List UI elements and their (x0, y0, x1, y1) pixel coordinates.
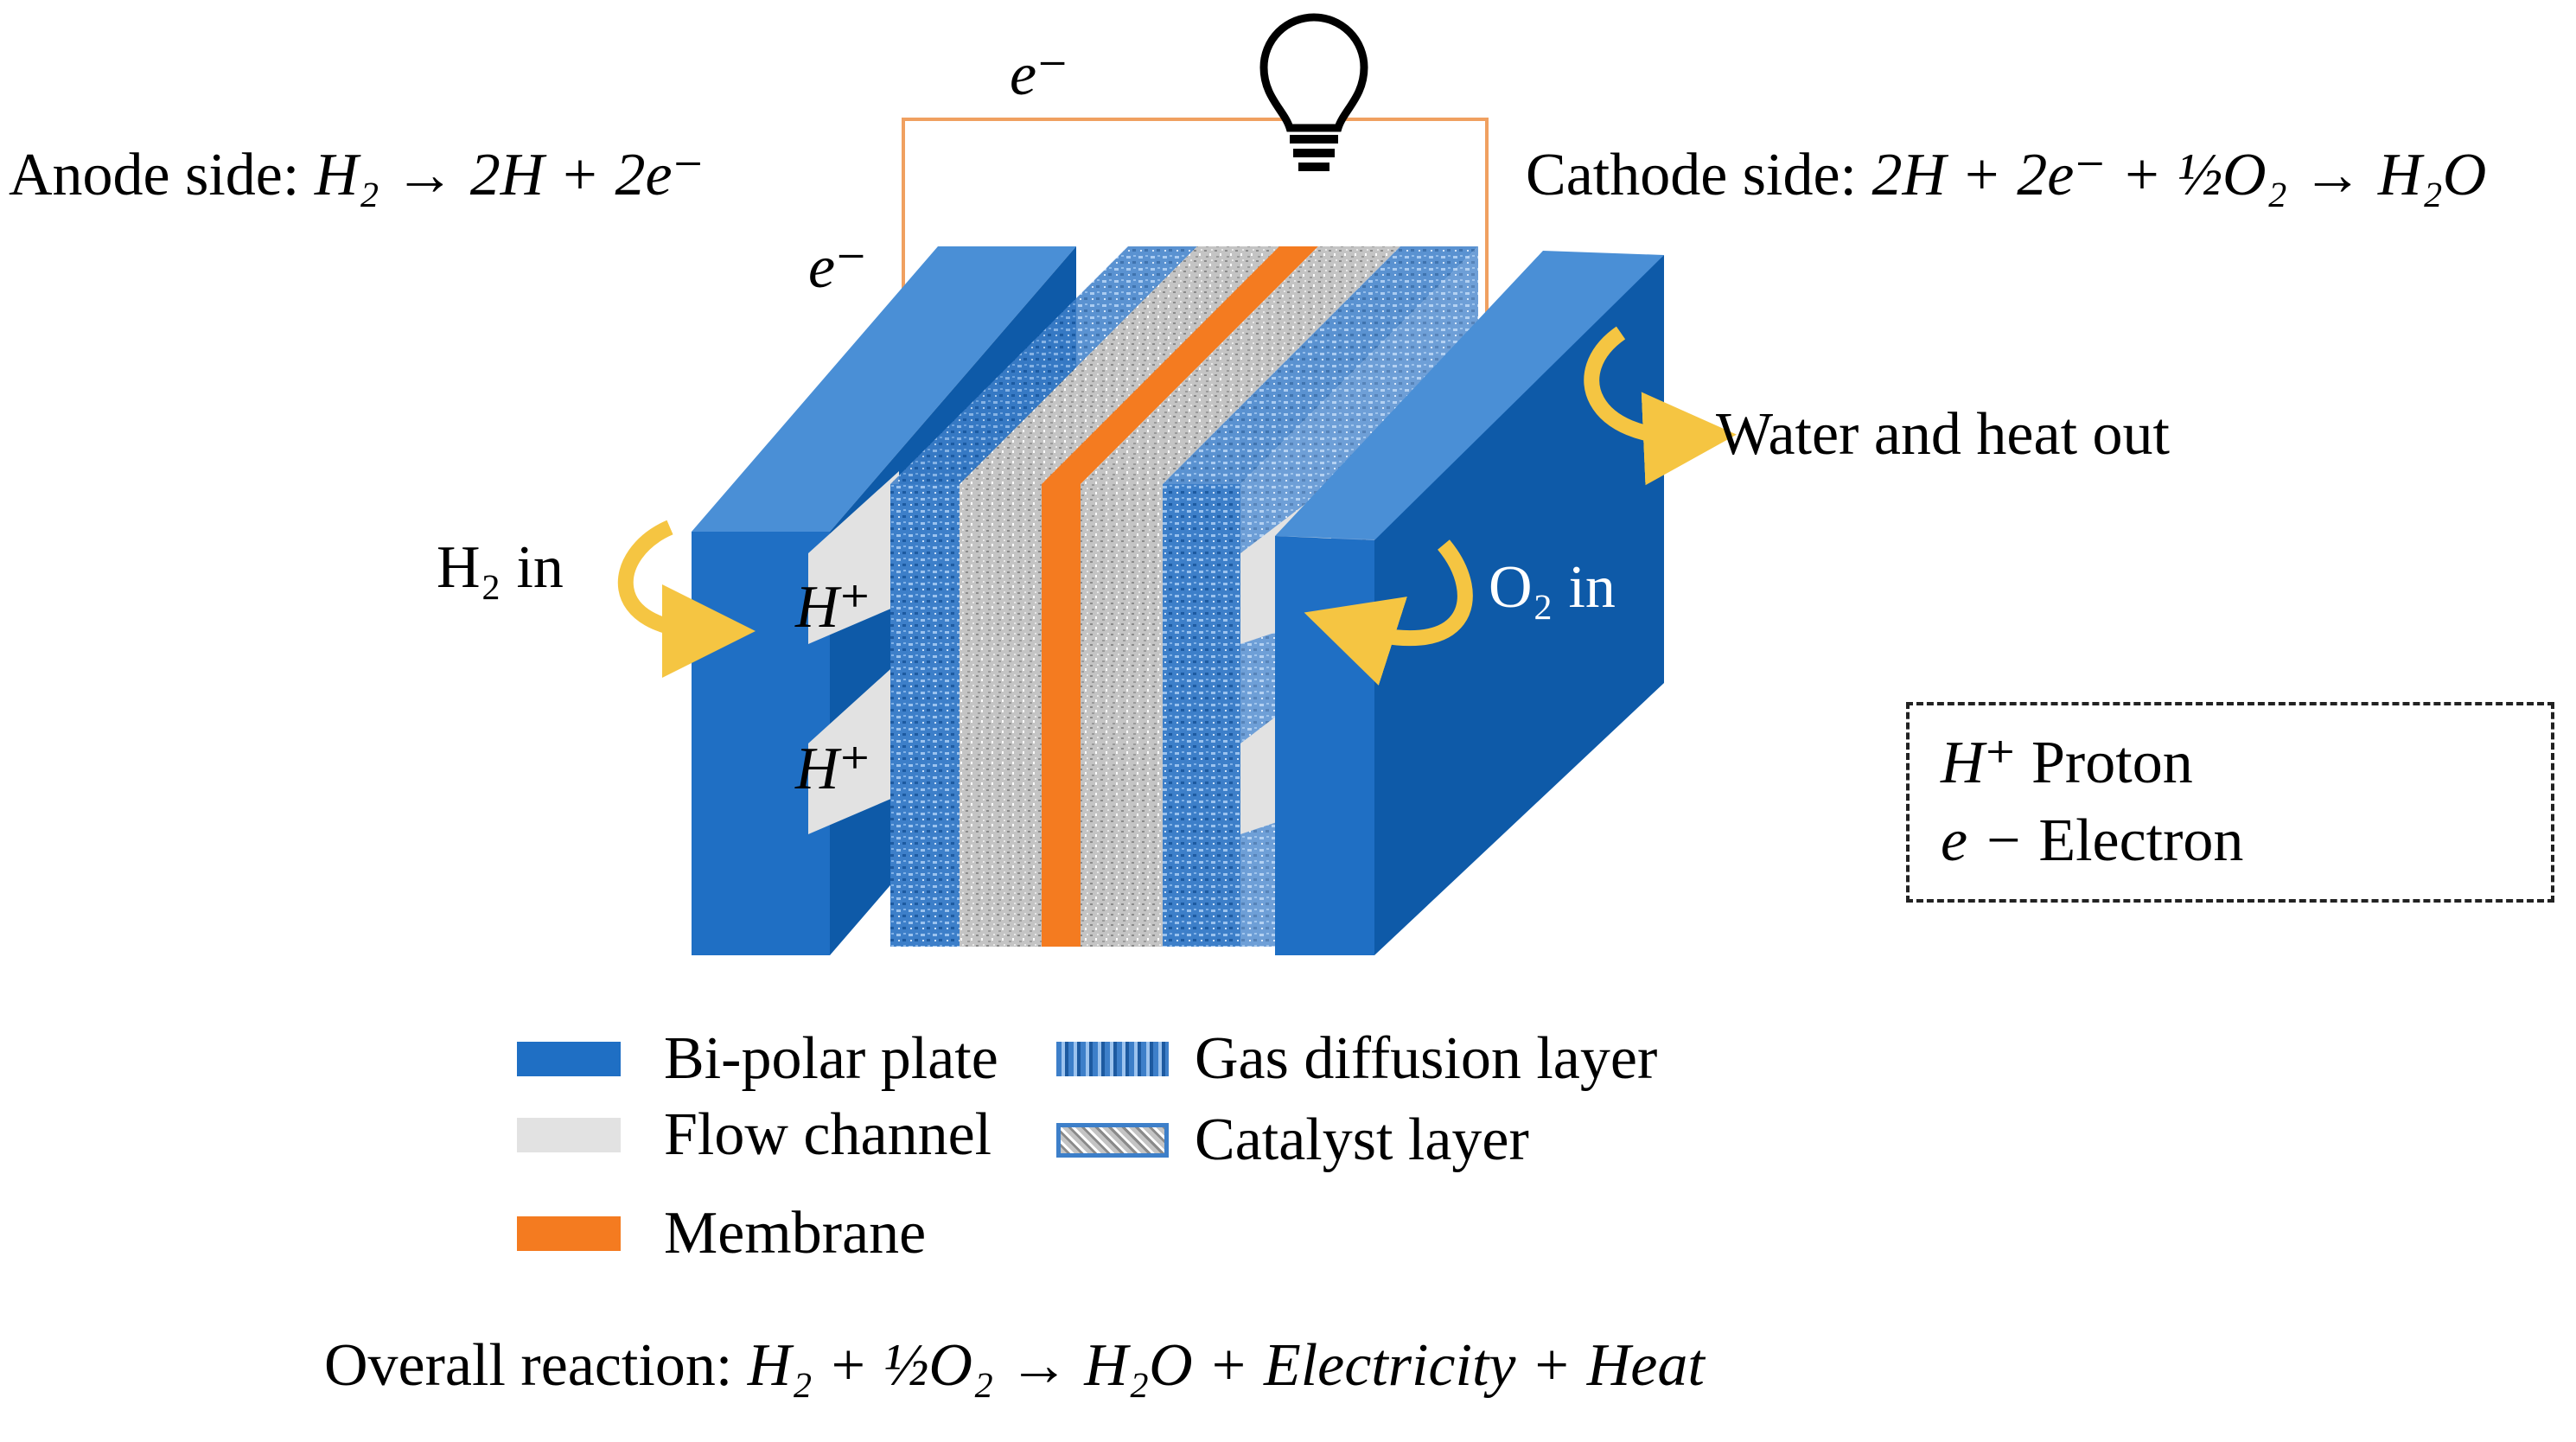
cathode-prefix: Cathode side: (1526, 142, 1872, 208)
key-proton-row: H⁺ Proton (1941, 733, 2193, 794)
o2-in-label: O₂ in (1489, 554, 1616, 621)
electron-label-top: e⁻ (1010, 41, 1069, 108)
legend-bipolar-plate: Bi-polar plate (517, 1029, 998, 1089)
cathode-reaction: 2H + 2e⁻ + ½O₂ → H₂O (1871, 142, 2487, 208)
legend-label-bipolar-plate: Bi-polar plate (664, 1025, 998, 1092)
legend-membrane: Membrane (517, 1203, 926, 1264)
water-out-arrow-icon (1584, 326, 1737, 486)
overall-reaction: H₂ + ½O₂ → H₂O + Electricity + Heat (747, 1332, 1705, 1399)
anode-gas-diffusion-layer (890, 246, 1197, 947)
h2-in-arrow-icon (617, 520, 756, 678)
h2-in-label: H₂ in (437, 534, 564, 601)
proton-label-upper: H⁺ (795, 574, 871, 641)
legend-label-catalyst-layer: Catalyst layer (1195, 1107, 1529, 1173)
key-proton-symbol: H⁺ (1941, 730, 2017, 796)
anode-catalyst-layer (960, 246, 1297, 947)
symbol-key-box (1906, 702, 2554, 903)
o2-in-arrow-icon (1304, 539, 1473, 686)
legend-swatch-catalyst-layer (1056, 1123, 1169, 1158)
anode-reaction: H₂ → 2H + 2e⁻ (314, 142, 705, 208)
overall-prefix: Overall reaction: (324, 1332, 748, 1399)
electron-label-left: e⁻ (808, 234, 868, 301)
key-electron-text: Electron (2038, 807, 2244, 874)
anode-reaction-label: Anode side: H₂ → 2H + 2e⁻ (9, 145, 705, 206)
legend-swatch-bipolar-plate (517, 1042, 621, 1076)
legend-swatch-membrane (517, 1216, 621, 1251)
legend-label-membrane: Membrane (664, 1200, 927, 1267)
light-bulb-icon (1259, 13, 1368, 171)
anode-flow-channel-lower (808, 661, 899, 834)
water-heat-out-label: Water and heat out (1716, 401, 2170, 468)
proton-label-lower: H⁺ (795, 736, 871, 802)
key-proton-text: Proton (2031, 730, 2193, 796)
anode-flow-channel-upper (808, 471, 899, 644)
legend-label-gas-diffusion-layer: Gas diffusion layer (1195, 1025, 1658, 1092)
key-electron-symbol: e − (1941, 807, 2024, 874)
legend-gas-diffusion-layer: Gas diffusion layer (1056, 1029, 1657, 1089)
key-electron-row: e − Electron (1941, 811, 2243, 871)
legend-label-flow-channel: Flow channel (664, 1101, 992, 1168)
overall-reaction-label: Overall reaction: H₂ + ½O₂ → H₂O + Elect… (324, 1336, 1705, 1396)
legend-swatch-flow-channel (517, 1118, 621, 1152)
cathode-reaction-label: Cathode side: 2H + 2e⁻ + ½O₂ → H₂O (1526, 145, 2486, 206)
legend-catalyst-layer: Catalyst layer (1056, 1110, 1529, 1171)
cathode-catalyst-layer (1081, 246, 1400, 947)
legend-flow-channel: Flow channel (517, 1105, 992, 1165)
membrane-layer (1042, 246, 1318, 947)
legend-swatch-gas-diffusion-layer (1056, 1042, 1169, 1076)
anode-prefix: Anode side: (9, 142, 315, 208)
external-circuit-wire (902, 118, 1489, 380)
